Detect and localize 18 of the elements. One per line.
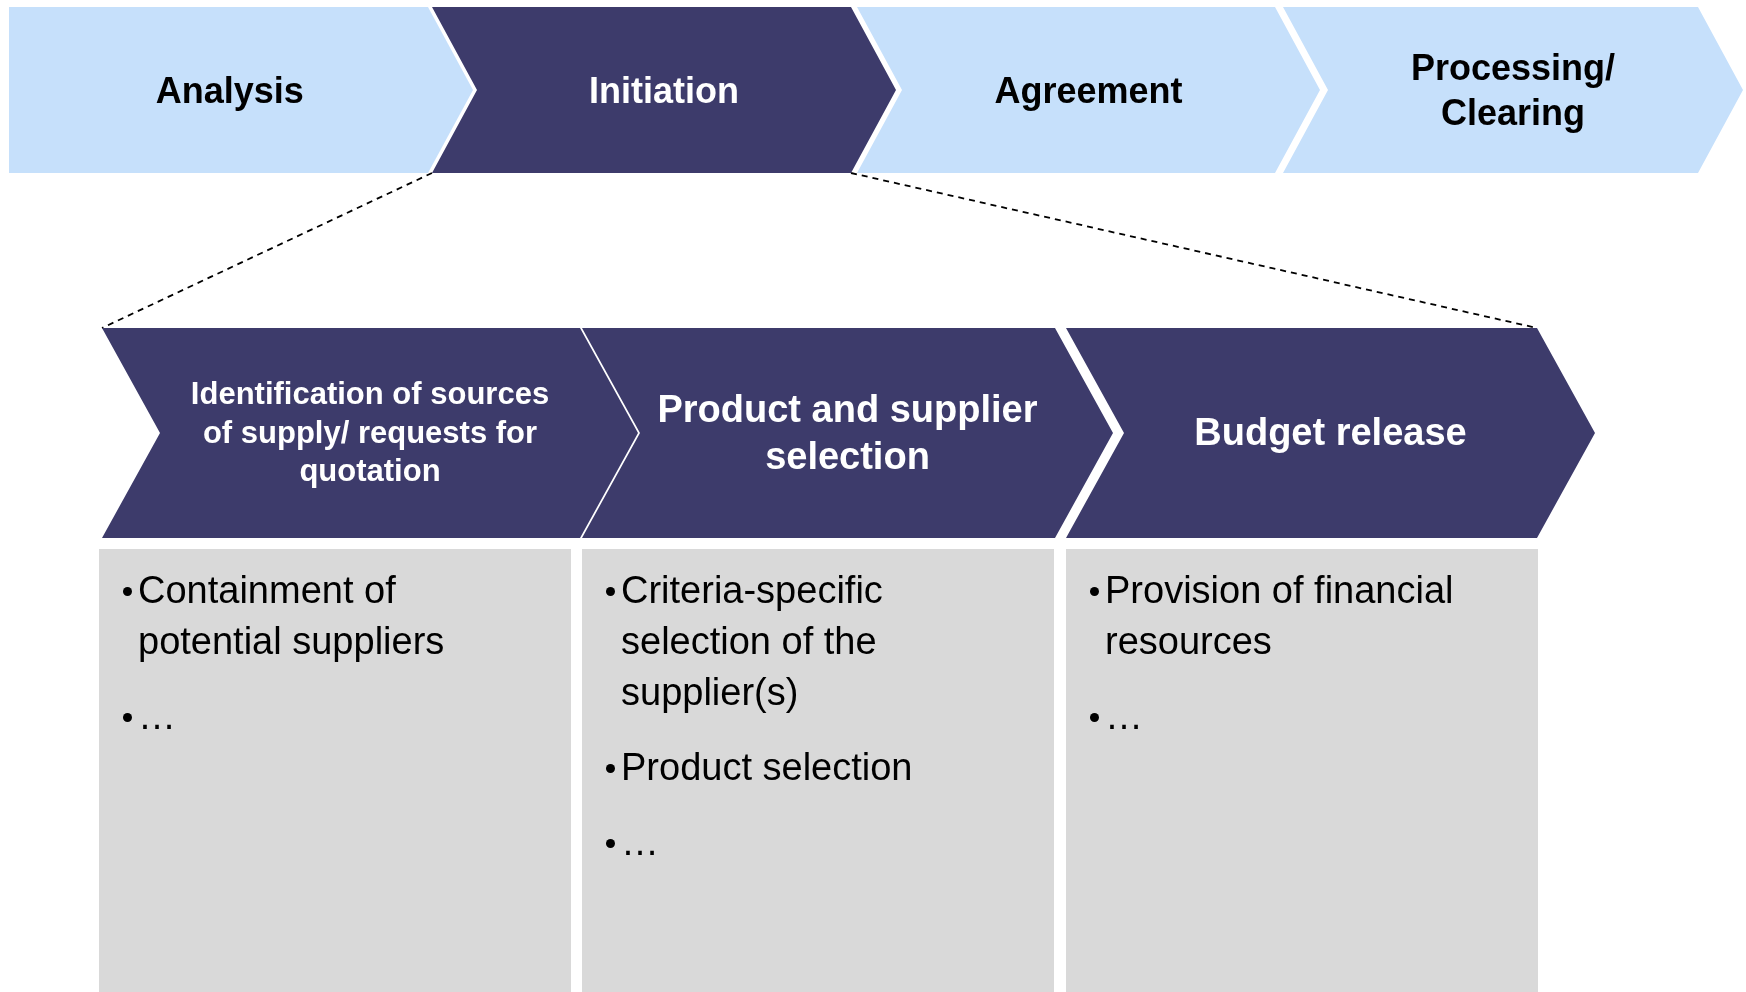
step-label: Analysis xyxy=(155,68,304,113)
step-label: Initiation xyxy=(589,68,739,113)
bullet-text: Product selection xyxy=(621,745,913,790)
description-panel xyxy=(582,549,1054,992)
bullet-text: Criteria-specific selection of the supplier(s) xyxy=(621,568,884,715)
step-label: Agreement xyxy=(994,68,1183,113)
step-label: Budget release xyxy=(1194,410,1467,456)
description-panel xyxy=(99,549,571,992)
description-panel xyxy=(1066,549,1538,992)
step-label: Identification of sources of supply/ requests for quotation xyxy=(189,374,551,491)
bullet-text: … xyxy=(138,694,176,739)
bullet-text: Containment of potential suppliers xyxy=(138,568,446,664)
step-label: Product and supplier selection xyxy=(656,386,1039,479)
bullet-text: … xyxy=(621,820,659,865)
step-label: Processing/ Clearing xyxy=(1409,46,1617,135)
bullet-text: Provision of financial resources xyxy=(1105,568,1455,664)
bullet-text: … xyxy=(1105,694,1143,739)
dashed-connector xyxy=(101,172,433,329)
